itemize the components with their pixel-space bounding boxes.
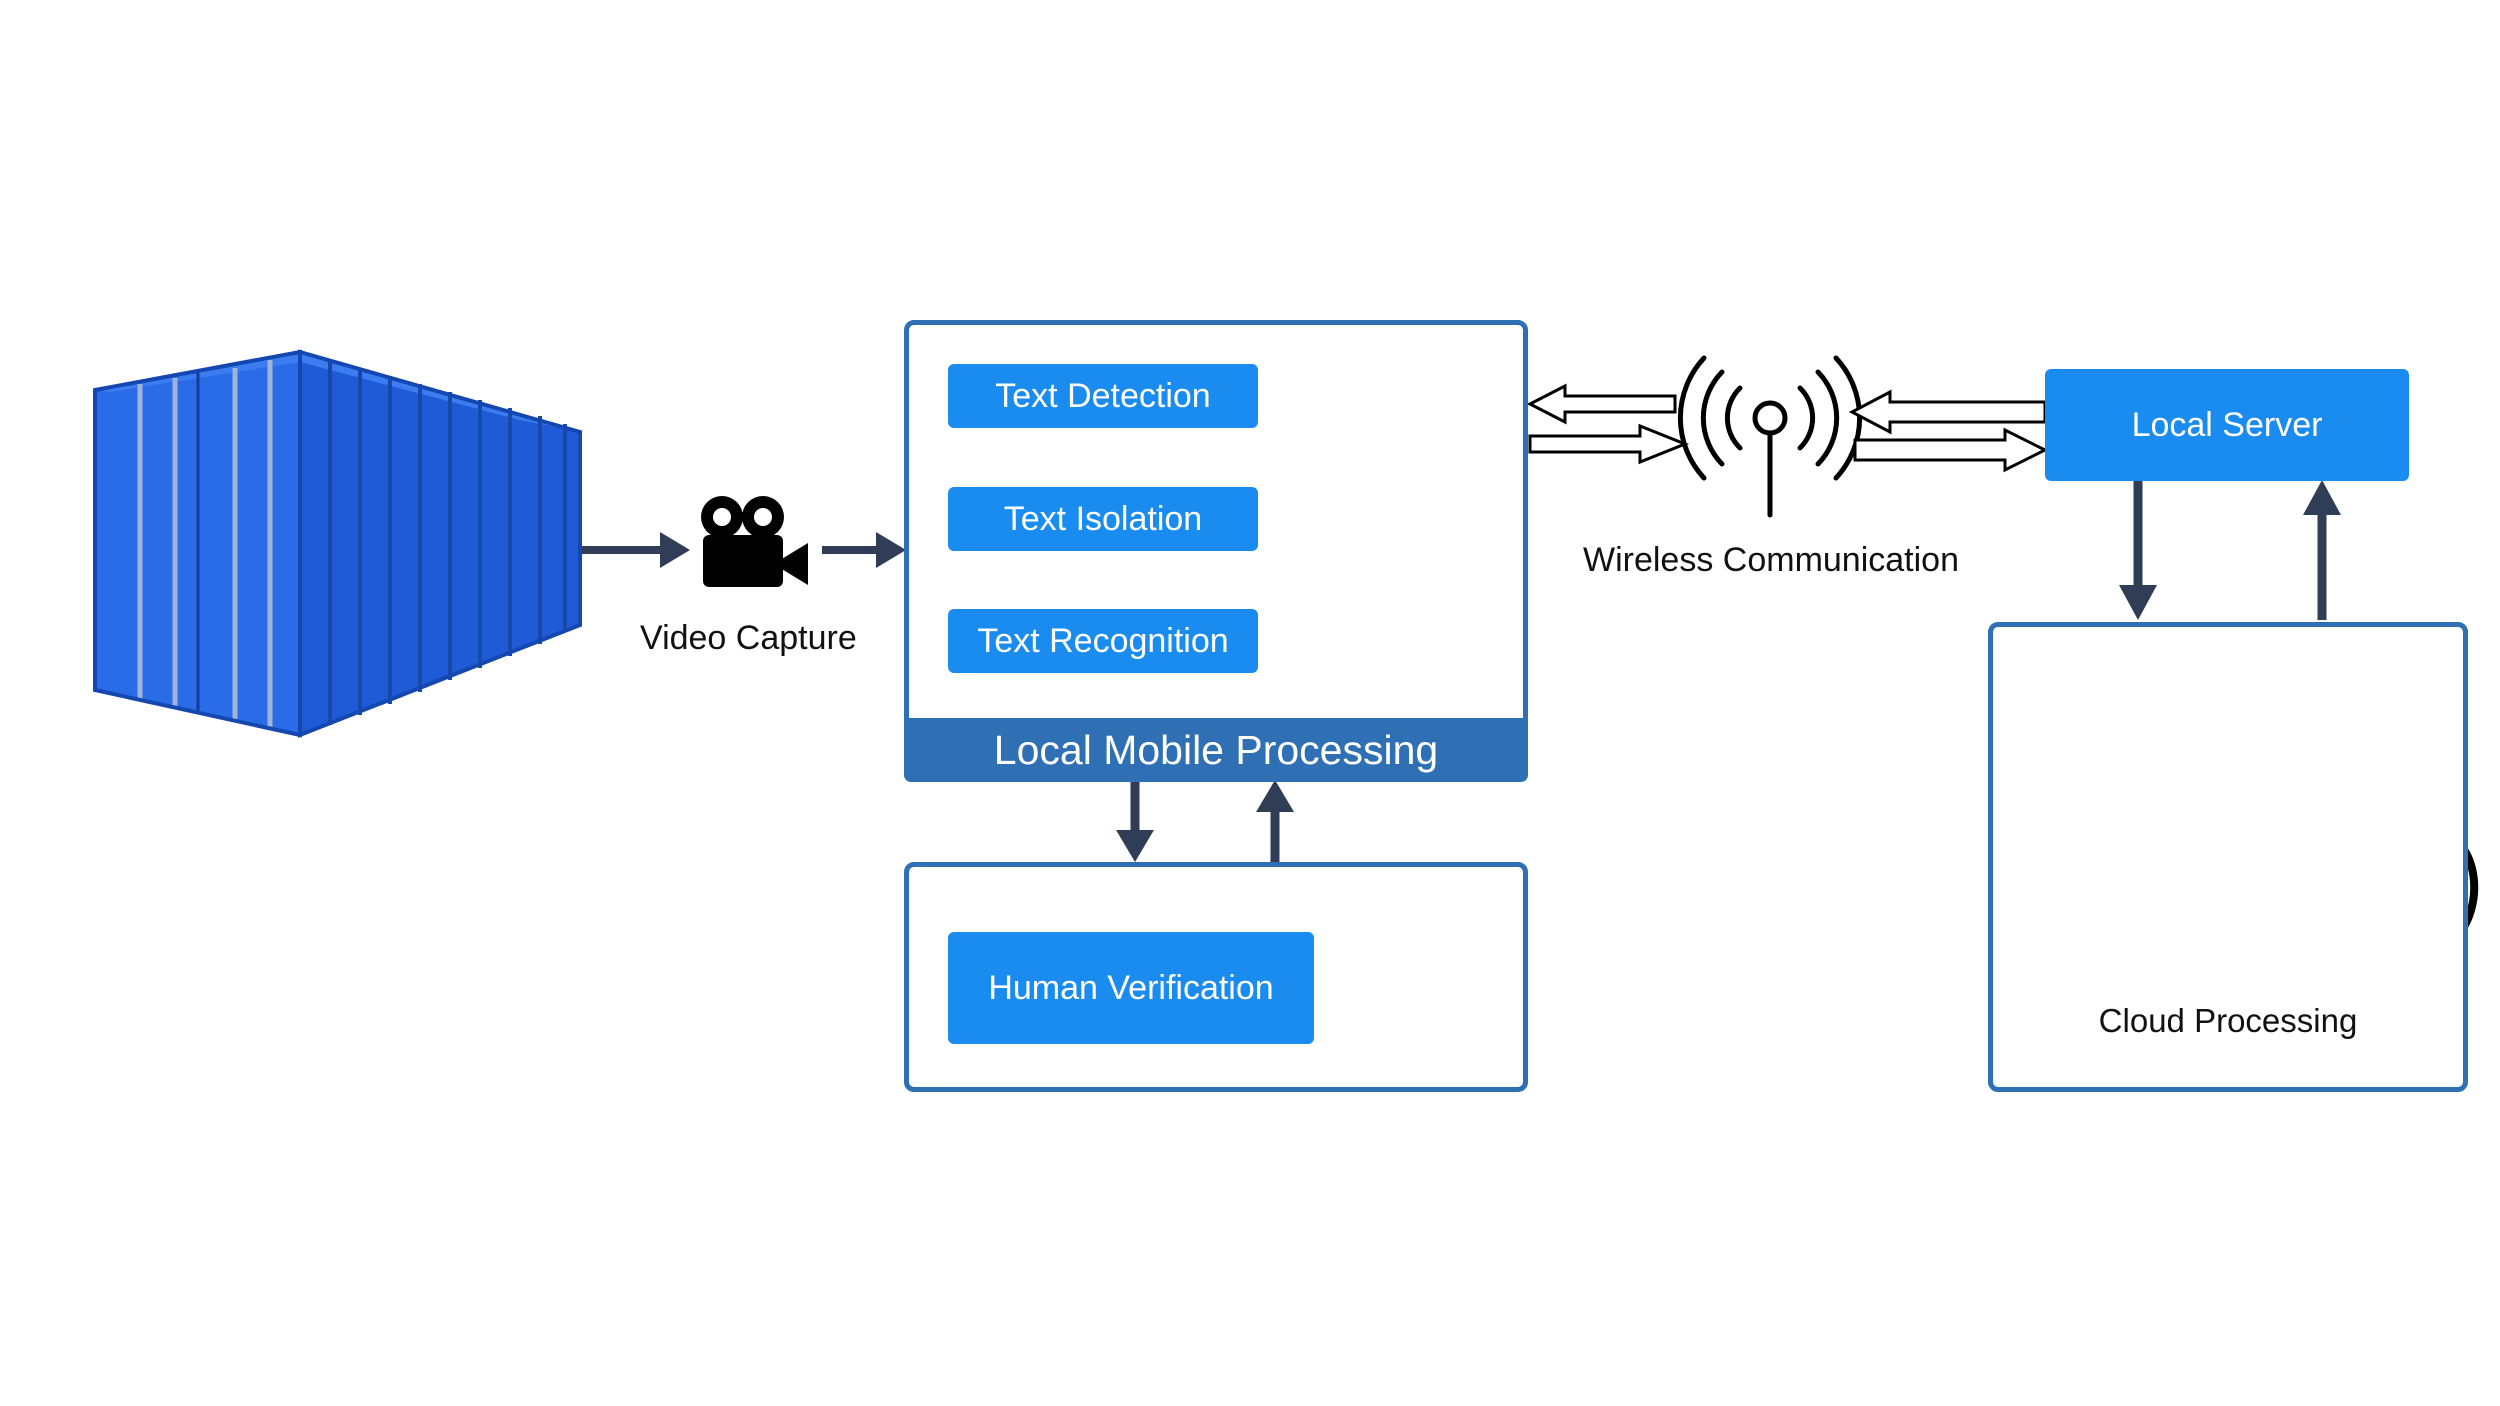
arrow-server-to-cloud xyxy=(2119,585,2157,620)
arrow-cloud-to-server xyxy=(2303,480,2341,515)
shipping-container-icon xyxy=(93,349,582,738)
video-capture-label: Video Capture xyxy=(640,619,857,657)
wireless-communication-label: Wireless Communication xyxy=(1583,541,1959,579)
video-camera-icon xyxy=(701,496,808,587)
hollow-arrow-antenna-to-server xyxy=(1853,427,2049,473)
arrow-camera-to-processing xyxy=(876,532,906,568)
local-server-box: Local Server xyxy=(2045,369,2409,481)
text-detection-box: Text Detection xyxy=(948,364,1258,428)
local-mobile-processing-label: Local Mobile Processing xyxy=(904,718,1528,782)
wireless-antenna-icon xyxy=(1677,355,1863,518)
cloud-processing-label: Cloud Processing xyxy=(2098,1002,2358,1039)
hollow-arrow-server-to-antenna xyxy=(1848,389,2047,435)
cloud-processing-panel xyxy=(1988,622,2468,1092)
hollow-arrow-processing-to-antenna xyxy=(1528,423,1690,465)
human-verification-box: Human Verification xyxy=(948,932,1314,1044)
text-isolation-box: Text Isolation xyxy=(948,487,1258,551)
text-recognition-box: Text Recognition xyxy=(948,609,1258,673)
arrow-verification-to-processing xyxy=(1256,780,1294,812)
arrow-processing-to-verification xyxy=(1116,830,1154,862)
hollow-arrow-antenna-to-processing xyxy=(1526,383,1677,425)
